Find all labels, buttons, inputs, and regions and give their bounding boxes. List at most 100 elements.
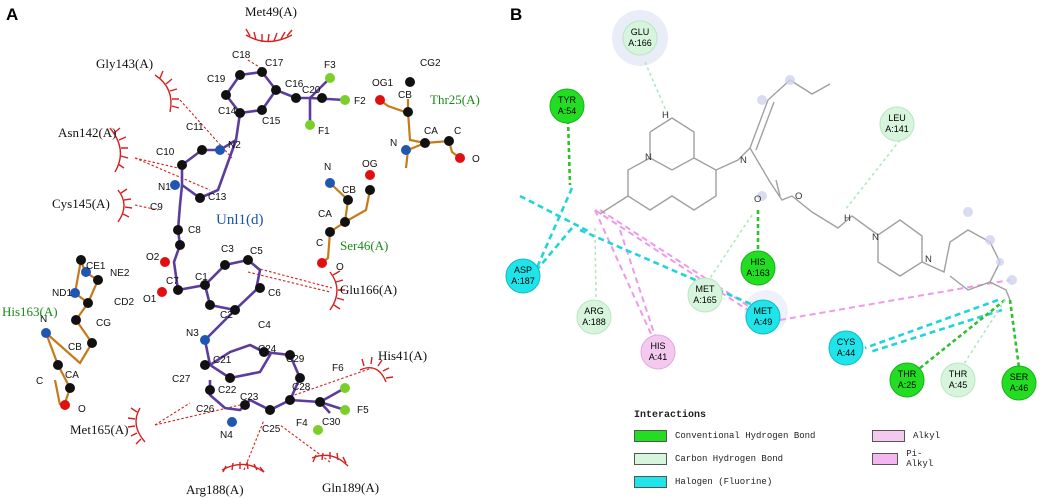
carbon-atoms	[53, 67, 454, 415]
residue-id: A:54	[558, 106, 577, 116]
residue-gly143: Gly143(A)	[96, 56, 153, 71]
residue-id: A:188	[582, 317, 606, 327]
residue-his41: His41(A)	[378, 348, 427, 363]
ligand-name: Unl1(d)	[216, 212, 264, 228]
atom-label: O	[795, 191, 802, 202]
residue-thr25: Thr25(A)	[430, 92, 480, 107]
atom-label: CE1	[86, 261, 106, 272]
atom-label: F3	[324, 60, 336, 71]
atom-label: N4	[220, 430, 233, 441]
atom-label: F6	[332, 363, 344, 374]
residue-name: GLU	[631, 27, 650, 37]
atom-label: F2	[354, 96, 366, 107]
legend-item-alkyl: Alkyl	[872, 429, 940, 443]
residue-name: HIS	[650, 341, 665, 351]
legend-label: Carbon Hydrogen Bond	[675, 454, 784, 464]
residue-tyr54: TYR A:54	[549, 88, 585, 124]
atom-label: C9	[150, 202, 163, 213]
conventional-hbond-lines	[566, 119, 1022, 376]
atom-label: C	[316, 238, 323, 249]
residue-name: MET	[696, 284, 716, 294]
atom-label: CD2	[114, 297, 134, 308]
atom-label: O1	[143, 294, 157, 305]
atom-label: N	[645, 152, 652, 163]
atom-label: H	[662, 110, 669, 121]
residue-id: A:166	[628, 38, 652, 48]
atom-label: O	[754, 194, 761, 205]
residue-name: THR	[949, 369, 968, 379]
atom-label: C15	[262, 116, 281, 127]
atom-label: N	[324, 162, 331, 173]
atom-label: C7	[166, 276, 179, 287]
atom-label: N2	[228, 140, 241, 151]
asn142-arc	[109, 127, 122, 173]
atom-label: N3	[186, 328, 199, 339]
residue-id: A:165	[693, 295, 717, 305]
atom-label: CG	[96, 318, 111, 329]
atom-label: C11	[186, 122, 204, 133]
atom-label: C6	[268, 288, 281, 299]
residue-name: HIS	[750, 257, 765, 267]
residue-name: TYR	[558, 95, 577, 105]
nitrogen-atoms	[41, 145, 411, 427]
met165-arc	[135, 407, 146, 443]
atom-label: C16	[285, 79, 304, 90]
atom-label: CB	[342, 185, 356, 196]
atom-label: C21	[213, 355, 232, 366]
cys145-arc	[117, 189, 125, 223]
gly143-arc	[154, 74, 172, 113]
atom-label: N	[925, 254, 932, 265]
atom-label: CG2	[420, 58, 441, 69]
atom-label: O2	[146, 252, 160, 263]
residue-met165: MET A:165	[687, 277, 723, 313]
residue-name: LEU	[888, 113, 906, 123]
atom-label: H	[844, 213, 851, 224]
residue-id: A:45	[949, 380, 968, 390]
hydrophobic-arcs	[109, 28, 394, 473]
atom-label: C18	[232, 50, 251, 61]
atom-label: ND1	[52, 288, 72, 299]
residue-his41: HIS A:41	[640, 334, 676, 370]
residue-glu166: Glu166(A)	[340, 282, 397, 297]
residue-asn142: Asn142(A)	[58, 125, 117, 140]
residue-asp187: ASP A:187	[505, 258, 541, 294]
panel-a-label: A	[6, 5, 18, 24]
ligand-atom-labels: N H N O O H N N	[645, 110, 932, 265]
atom-label: C14	[218, 106, 237, 117]
atom-label: C27	[172, 374, 191, 385]
atom-label: O	[78, 404, 86, 415]
residue-name: SER	[1010, 372, 1029, 382]
residue-cys44: CYS A:44	[828, 330, 864, 366]
atom-label: C28	[292, 382, 311, 393]
residue-arg188: ARG A:188	[576, 299, 612, 335]
atom-label: C	[454, 126, 461, 137]
halogen-lines	[519, 187, 1003, 354]
atom-label: CA	[424, 126, 438, 137]
residue-id: A:46	[1010, 383, 1029, 393]
his41-arc	[359, 367, 387, 383]
atom-label: C26	[196, 404, 215, 415]
atom-shadows	[757, 75, 1017, 285]
atom-label: C	[36, 376, 43, 387]
interactions-legend: Interactions Conventional Hydrogen Bond …	[634, 410, 940, 488]
interaction-lines	[519, 61, 1022, 376]
atom-label: C4	[258, 320, 271, 331]
panel-b-2d-diagram: N H N O O H N N GLU A:166 TYR A:54 LEU	[505, 10, 1037, 401]
residue-thr25: THR A:25	[889, 362, 925, 398]
residue-id: A:25	[898, 380, 917, 390]
residue-name: MET	[754, 306, 774, 316]
residue-id: A:141	[885, 124, 909, 134]
legend-label: Conventional Hydrogen Bond	[675, 431, 816, 441]
atom-label: F5	[357, 405, 369, 416]
atom-label: N1	[158, 182, 171, 193]
residue-ser46: Ser46(A)	[340, 238, 388, 253]
legend-swatch	[634, 453, 667, 465]
residue-glu166: GLU A:166	[622, 20, 658, 56]
atom-labels: C17 C18 C16 F3 C20 F2 C19 C14 C15 F1 C11…	[36, 50, 480, 441]
atom-label: OG1	[372, 78, 394, 89]
residue-his163: His163(A)	[2, 304, 58, 319]
residue-leu141: LEU A:141	[879, 106, 915, 142]
residue-ser46: SER A:46	[1001, 365, 1037, 401]
atom-label: C22	[218, 385, 237, 396]
